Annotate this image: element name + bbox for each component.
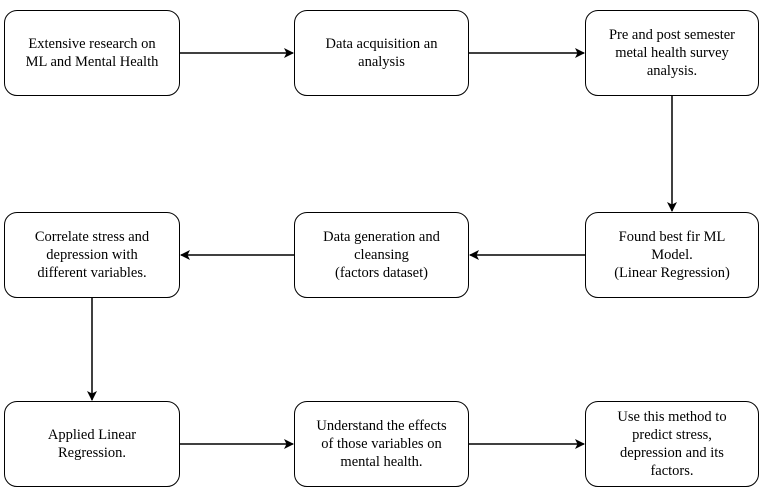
step-data-acquisition-node: Data acquisition an analysis xyxy=(294,10,469,96)
step-best-model-node: Found best fir ML Model. (Linear Regress… xyxy=(585,212,759,298)
step-understand-effects-label: Understand the effects of those variable… xyxy=(316,418,447,470)
step-data-generation-node: Data generation and cleansing (factors d… xyxy=(294,212,469,298)
step-correlate-node: Correlate stress and depression with dif… xyxy=(4,212,180,298)
step-applied-regression-label: Applied Linear Regression. xyxy=(47,427,137,461)
step-survey-analysis-node: Pre and post semester metal health surve… xyxy=(585,10,759,96)
step-best-model-label: Found best fir ML Model. (Linear Regress… xyxy=(614,229,730,281)
step-predict-label: Use this method to predict stress, depre… xyxy=(617,409,727,479)
step-correlate-label: Correlate stress and depression with dif… xyxy=(34,229,150,281)
step-predict-node: Use this method to predict stress, depre… xyxy=(585,401,759,487)
step-survey-analysis-label: Pre and post semester metal health surve… xyxy=(608,27,736,79)
step-understand-effects-node: Understand the effects of those variable… xyxy=(294,401,469,487)
edge-group xyxy=(87,48,677,449)
step-data-acquisition-label: Data acquisition an analysis xyxy=(325,36,438,70)
step-research-node: Extensive research on ML and Mental Heal… xyxy=(4,10,180,96)
step-research-label: Extensive research on ML and Mental Heal… xyxy=(25,36,159,70)
step-applied-regression-node: Applied Linear Regression. xyxy=(4,401,180,487)
step-data-generation-label: Data generation and cleansing (factors d… xyxy=(323,229,440,281)
